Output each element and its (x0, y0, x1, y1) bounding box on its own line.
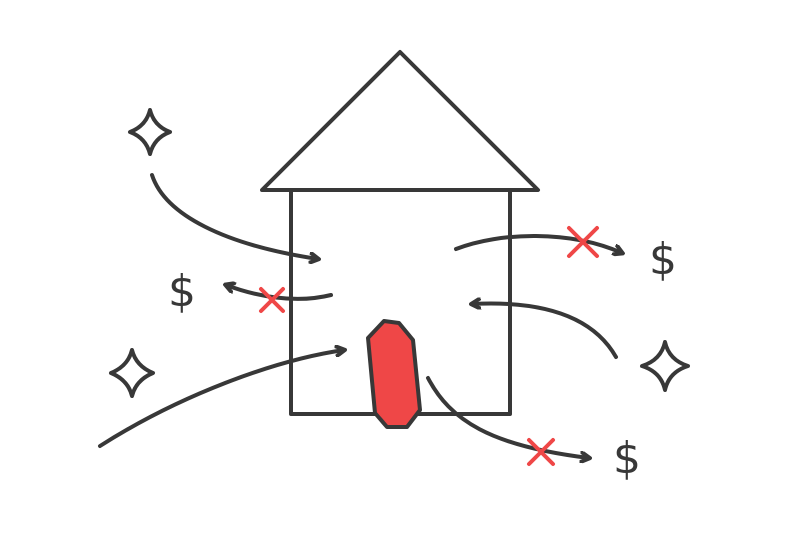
incoming-arrow-icon (152, 175, 318, 259)
incoming-arrow-icon (472, 303, 616, 357)
sparkle-icon (642, 342, 688, 390)
sparkle-icon (111, 350, 153, 396)
house-roof (262, 52, 538, 190)
outgoing-arrow-icon (456, 236, 622, 253)
sparkle-icon (130, 110, 170, 154)
incoming-arrow-icon (100, 350, 344, 446)
dollar-icon: $ (168, 266, 196, 317)
dollar-icon: $ (613, 433, 641, 484)
red-gem-icon (368, 321, 420, 427)
dollar-icon: $ (649, 234, 677, 285)
blocked-x-icon (261, 289, 283, 311)
